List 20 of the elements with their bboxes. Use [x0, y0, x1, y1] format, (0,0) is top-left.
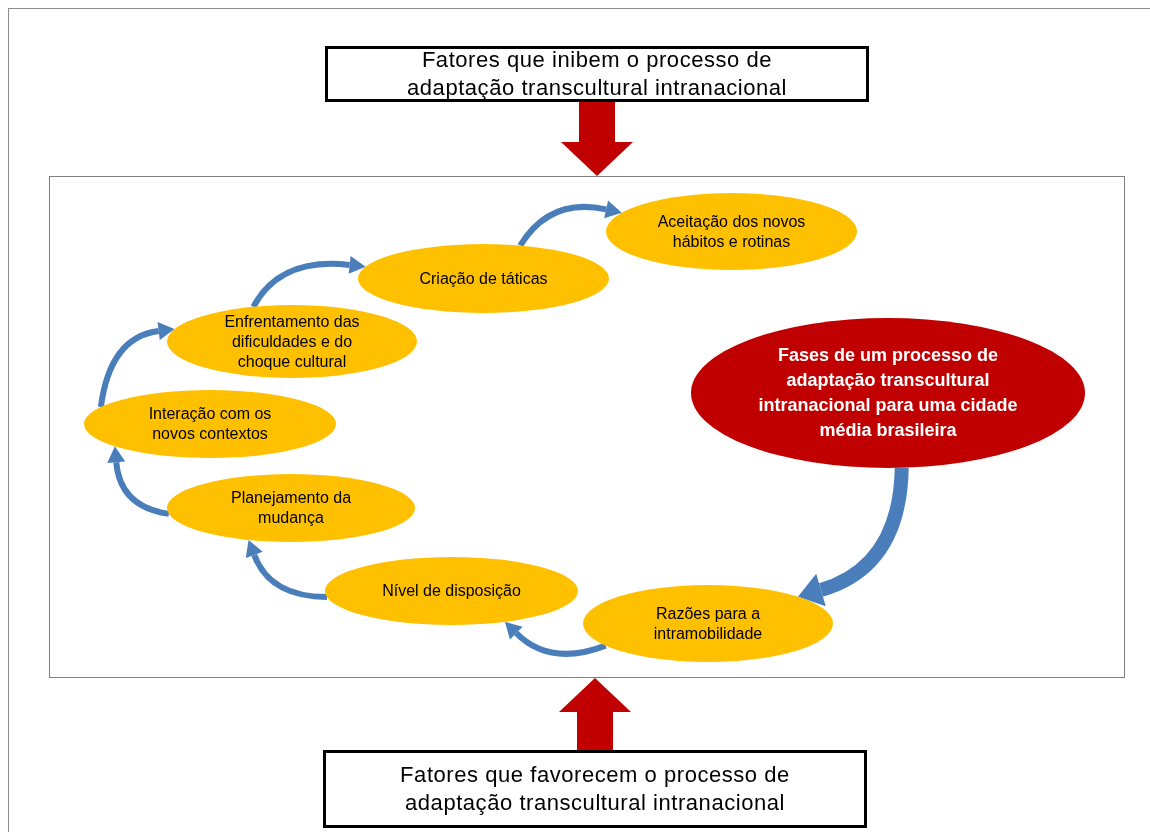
- arrow: [561, 102, 633, 176]
- node-text: Fatores que favorecem o processo de adaptação transcultural intranacional: [399, 761, 791, 817]
- node-text: Criação de táticas: [419, 268, 548, 289]
- node-text: Razões para a intramobilidade: [652, 603, 764, 644]
- arrow: [107, 446, 170, 517]
- arrow: [798, 467, 909, 607]
- arrow: [245, 540, 327, 600]
- node-text: Enfrentamento das dificuldades e do choque cultural: [223, 311, 361, 372]
- arrow: [97, 322, 175, 408]
- diagram-frame: [49, 176, 1125, 678]
- node-text: Aceitação dos novos hábitos e rotinas: [656, 211, 807, 252]
- node-text: Fases de um processo de adaptação transcultural intranacional para uma cidade média brasileira: [757, 344, 1019, 442]
- node-text: Planejamento da mudança: [229, 488, 353, 528]
- arrow: [559, 678, 631, 750]
- arrow: [504, 622, 607, 657]
- node-text: Nível de disposição: [382, 581, 521, 601]
- title-box: [325, 46, 869, 102]
- node-text: Interação com os novos contextos: [147, 404, 273, 444]
- title-box: [323, 750, 867, 828]
- node-text: Fatores que inibem o processo de adaptação transcultural intranacional: [406, 46, 788, 102]
